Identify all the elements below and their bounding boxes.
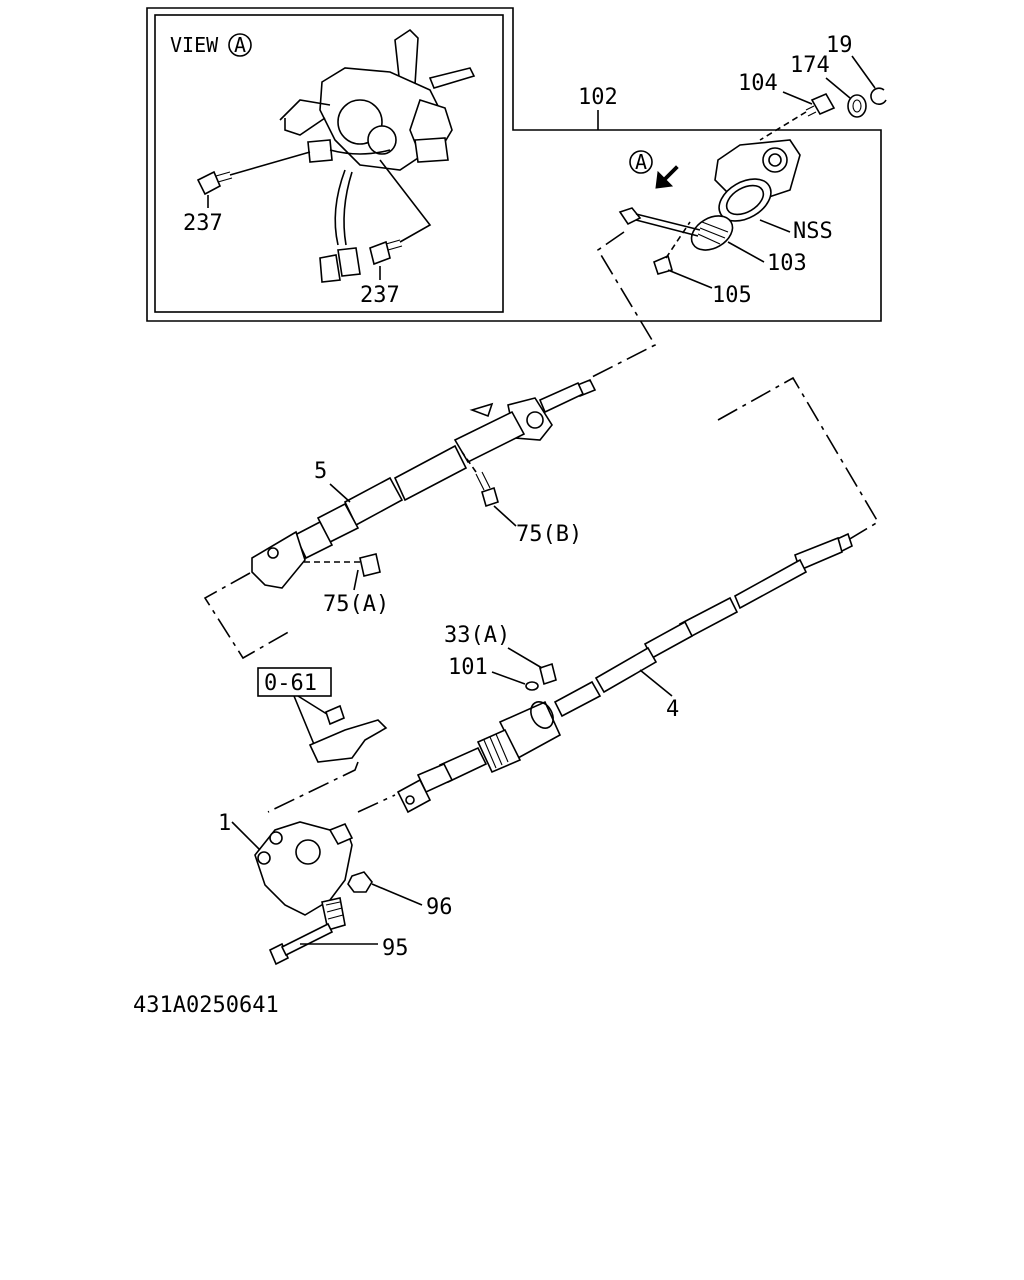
label-104: 104 bbox=[738, 71, 778, 96]
label-105: 105 bbox=[712, 283, 752, 308]
bolt-104 bbox=[759, 92, 836, 141]
screw-237-top bbox=[196, 151, 311, 208]
svg-text:A: A bbox=[234, 33, 246, 57]
bracket-0-61 bbox=[308, 704, 388, 763]
steering-column-5 bbox=[251, 378, 597, 589]
drawing-number: 431A0250641 bbox=[133, 993, 279, 1018]
leader-174 bbox=[825, 77, 851, 99]
label-75b: 75(B) bbox=[516, 522, 582, 547]
bushing-174 bbox=[847, 94, 867, 118]
bolt-95 bbox=[268, 922, 334, 966]
svg-text:0-61: 0-61 bbox=[264, 671, 317, 696]
link-line-lower bbox=[267, 761, 396, 813]
leader-5 bbox=[329, 483, 351, 503]
label-33a: 33(A) bbox=[444, 623, 510, 648]
screw-237-bottom bbox=[369, 159, 432, 280]
link-line-upper bbox=[589, 231, 657, 379]
label-nss: NSS bbox=[793, 219, 833, 244]
label-1: 1 bbox=[218, 811, 231, 836]
leader-33a bbox=[507, 647, 543, 669]
combination-switch-103 bbox=[618, 139, 801, 251]
label-237-top: 237 bbox=[183, 211, 223, 236]
screw-105 bbox=[653, 221, 691, 275]
view-title: VIEW bbox=[170, 33, 219, 57]
bolt-75a bbox=[300, 553, 381, 577]
label-102: 102 bbox=[578, 85, 618, 110]
label-96: 96 bbox=[426, 895, 453, 920]
clip-19 bbox=[870, 87, 887, 105]
link-line-left bbox=[203, 572, 293, 660]
leader-101 bbox=[491, 671, 526, 685]
link-line-right bbox=[717, 376, 880, 541]
label-101: 101 bbox=[448, 655, 488, 680]
nut-96 bbox=[347, 871, 373, 893]
label-237-bottom: 237 bbox=[360, 283, 400, 308]
leader-75a bbox=[353, 569, 359, 591]
direction-marker-a: A bbox=[629, 150, 679, 189]
leader-104 bbox=[782, 91, 813, 105]
label-174: 174 bbox=[790, 53, 830, 78]
leader-4 bbox=[639, 669, 673, 697]
label-19: 19 bbox=[826, 33, 853, 58]
bolt-33a bbox=[539, 662, 557, 686]
reference-box-0-61: 0-61 bbox=[257, 667, 332, 697]
leader-75b bbox=[493, 505, 517, 527]
gear-box-1 bbox=[254, 821, 354, 932]
label-103: 103 bbox=[767, 251, 807, 276]
leader-105 bbox=[667, 269, 713, 289]
label-95: 95 bbox=[382, 936, 409, 961]
view-circle-marker: A bbox=[228, 33, 252, 57]
label-4: 4 bbox=[666, 697, 679, 722]
direction-arrow-icon bbox=[655, 165, 679, 189]
bolt-75b bbox=[461, 451, 499, 508]
label-5: 5 bbox=[314, 459, 327, 484]
ignition-switch-assembly bbox=[279, 28, 476, 283]
assembly-frame bbox=[146, 7, 882, 322]
steering-shaft-4 bbox=[396, 532, 853, 814]
label-75a: 75(A) bbox=[323, 592, 389, 617]
svg-text:A: A bbox=[635, 150, 647, 174]
leader-96 bbox=[371, 883, 423, 906]
leader-1 bbox=[231, 821, 261, 851]
washer-101 bbox=[525, 681, 539, 691]
leader-nss bbox=[759, 219, 791, 233]
view-a-inset-frame bbox=[154, 14, 504, 313]
leader-19 bbox=[851, 55, 876, 89]
leader-103 bbox=[727, 241, 765, 263]
